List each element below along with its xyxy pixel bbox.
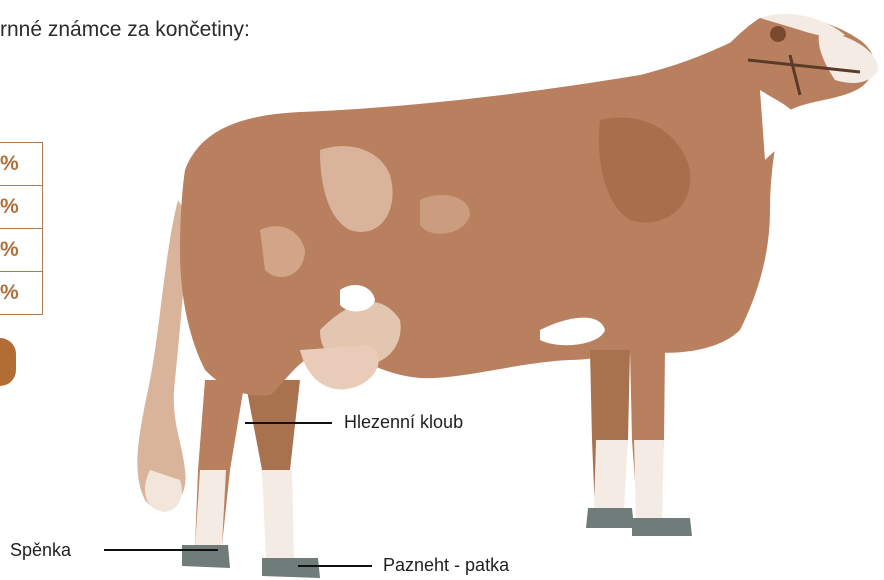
pastern-label: Spěnka xyxy=(10,540,71,561)
hock-label: Hlezenní kloub xyxy=(344,412,463,433)
hoof-label: Pazneht - patka xyxy=(383,555,509,576)
cow-icon xyxy=(137,14,878,578)
